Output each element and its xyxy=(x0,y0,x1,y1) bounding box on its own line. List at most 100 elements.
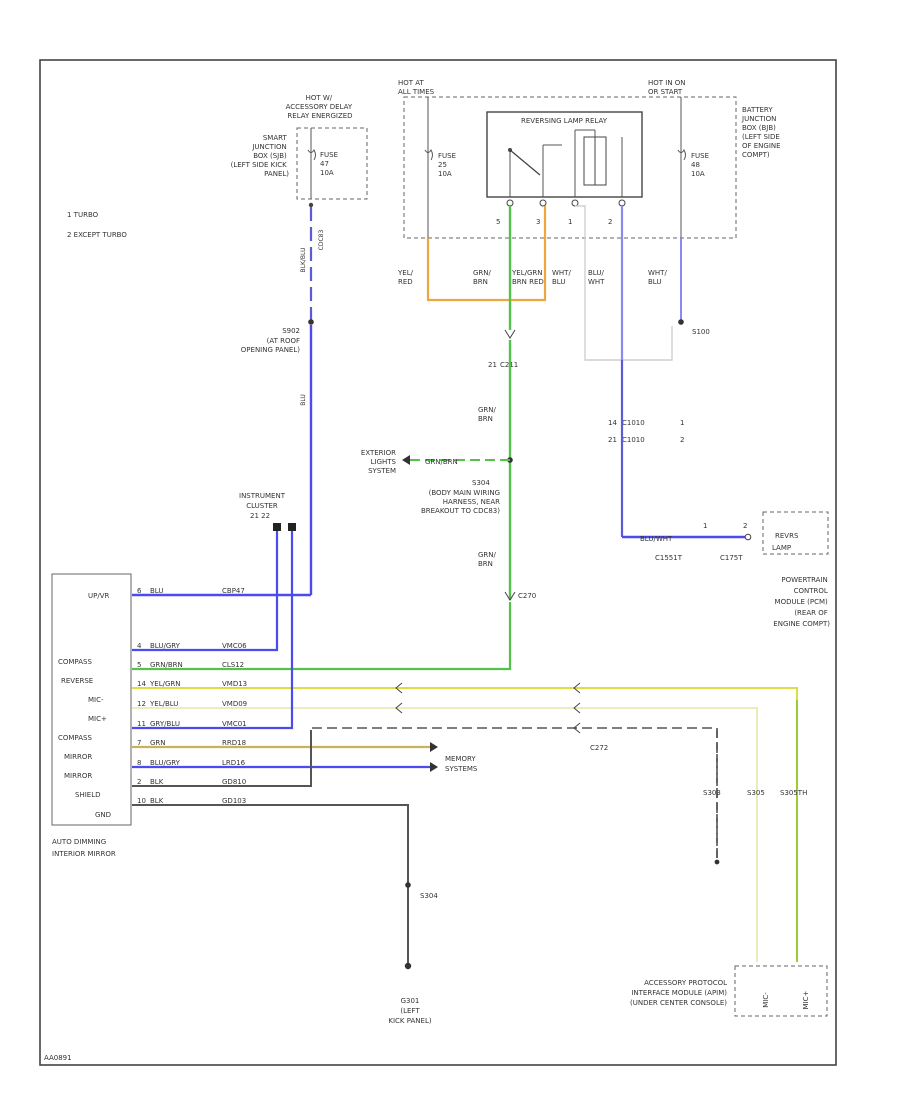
label-wht-blu-2: BLU xyxy=(552,278,565,286)
row4-pin: 14 xyxy=(137,680,146,688)
legend-turbo: 1 TURBO xyxy=(67,211,99,219)
c1010b-label: C1010 xyxy=(622,436,645,444)
row8-pin: 8 xyxy=(137,759,141,767)
bjb-line2: JUNCTION xyxy=(741,115,776,123)
hot-all-times-label: HOT AT ALL TIMES xyxy=(398,79,435,96)
sjb-box xyxy=(296,127,368,200)
mirror-pin-mirror2: MIRROR xyxy=(64,772,92,780)
mirror-pin-compass2: COMPASS xyxy=(58,734,92,742)
reverse-lamp-box xyxy=(762,511,829,555)
cluster-pins: 21 22 xyxy=(250,512,270,520)
c272-connectors xyxy=(395,682,581,734)
relay-switch-pivot xyxy=(508,148,512,152)
row2-color: BLU/GRY xyxy=(150,642,181,650)
exterior-label-3: SYSTEM xyxy=(368,467,396,475)
sjb-label: SMART JUNCTION BOX (SJB) (LEFT SIDE KICK… xyxy=(231,134,290,178)
row2-pin: 4 xyxy=(137,642,142,650)
relay-pin-label-1: 1 xyxy=(568,218,572,226)
fuse48-line2: 48 xyxy=(691,161,700,169)
c1010b-marker: 2 xyxy=(680,436,684,444)
pcm-conn-left: C1551T xyxy=(655,554,683,562)
c272-label: C272 xyxy=(590,744,608,752)
wire-s902-color: BLU xyxy=(300,394,307,406)
relay-pin-1 xyxy=(571,199,579,207)
c1010a-label: C1010 xyxy=(622,419,645,427)
bjb-line5: OF ENGINE xyxy=(742,142,781,150)
sjb-label-line1: SMART xyxy=(263,134,288,142)
s303-label-2: S305 xyxy=(747,789,765,797)
label-yel-grn-1: YEL/GRN xyxy=(511,269,542,277)
apim-box xyxy=(734,965,828,1017)
memory-arrow-2-icon xyxy=(430,762,438,772)
wire-cdc83-code: CDC83 xyxy=(318,230,325,251)
mirror-module xyxy=(51,573,132,826)
wire-yel-red xyxy=(426,206,547,302)
wire-exterior-label: GRN/BRN xyxy=(425,458,458,466)
c272-conn-2 xyxy=(395,702,403,714)
reverse-lamp-label-1: REVRS xyxy=(775,532,799,540)
label-yel-grn-2: BRN RED xyxy=(512,278,544,286)
sjb-pin xyxy=(308,202,314,208)
label-grn-low-1: GRN/ xyxy=(478,551,497,559)
row1-pin: 6 xyxy=(137,587,142,595)
pcm-line3: MODULE (PCM) xyxy=(775,598,828,606)
s304-desc-1: (BODY MAIN WIRING xyxy=(429,489,500,497)
mirror-pin-reverse: REVERSE xyxy=(61,677,93,685)
pcm-line4: (REAR OF xyxy=(794,609,827,617)
row9-color: BLK xyxy=(150,778,164,786)
row1-code: CBP47 xyxy=(222,587,245,595)
c211-pin: 21 xyxy=(488,361,497,369)
bjb-line6: COMPT) xyxy=(742,151,770,159)
label-yel-red-2: RED xyxy=(398,278,413,286)
s304-label: S304 xyxy=(472,479,490,487)
label-yel-red-1: YEL/ xyxy=(397,269,414,277)
s902-desc-line2: OPENING PANEL) xyxy=(241,346,300,354)
c1010a-marker: 1 xyxy=(680,419,684,427)
s303-ground-splice xyxy=(405,882,411,888)
wire-wht-blu xyxy=(575,205,673,361)
fuse47-line1: FUSE xyxy=(320,151,338,159)
g301-label: G301 xyxy=(401,997,420,1005)
label-wht-blu2-2: BLU xyxy=(648,278,661,286)
row9-pin: 2 xyxy=(137,778,141,786)
mirror-pin-labels: UP/VR COMPASS REVERSE MIC- MIC+ COMPASS … xyxy=(58,592,111,819)
s304-desc-2: HARNESS, NEAR xyxy=(443,498,500,506)
row3-code: CLS12 xyxy=(222,661,244,669)
apim-pin-mic-minus: MIC- xyxy=(762,992,770,1008)
hot-in-on-line2: OR START xyxy=(648,88,683,96)
label-blu-wht-2: WHT xyxy=(588,278,605,286)
apim-label-1: ACCESSORY PROTOCOL xyxy=(644,979,727,987)
fuse25-line1: FUSE xyxy=(438,152,456,160)
pcm-pin-terminal xyxy=(744,533,752,541)
fuse48-label: FUSE 48 10A xyxy=(691,152,711,178)
fuse48-line1: FUSE xyxy=(691,152,709,160)
c272-conn-3 xyxy=(573,682,581,694)
c1010a-pin: 14 xyxy=(608,419,617,427)
g301-desc-1: (LEFT xyxy=(400,1007,420,1015)
row6-pin: 11 xyxy=(137,720,146,728)
row5-code: VMD09 xyxy=(222,700,247,708)
hot-all-times-line1: HOT AT xyxy=(398,79,425,87)
hot-accessory-line3: RELAY ENERGIZED xyxy=(287,112,352,120)
hot-all-times-line2: ALL TIMES xyxy=(398,88,435,96)
sjb-label-line5: PANEL) xyxy=(264,170,289,178)
memory-label-1: MEMORY xyxy=(445,755,476,763)
cluster-label-2: CLUSTER xyxy=(246,502,278,510)
row9-code: GD810 xyxy=(222,778,246,786)
row3-color: GRN/BRN xyxy=(150,661,183,669)
label-grn-brn-2: BRN xyxy=(473,278,488,286)
row5-pin: 12 xyxy=(137,700,146,708)
relay-pin-label-3: 3 xyxy=(536,218,540,226)
legend-except-turbo: 2 EXCEPT TURBO xyxy=(67,231,127,239)
reversing-relay xyxy=(486,111,643,198)
row5-color: YEL/BLU xyxy=(149,700,178,708)
fuse25-label: FUSE 25 10A xyxy=(438,152,458,178)
sjb-label-line3: BOX (SJB) xyxy=(253,152,287,160)
pcm-line5: ENGINE COMPT) xyxy=(773,620,830,628)
g301-ground-icon xyxy=(404,962,412,970)
memory-arrow-1-icon xyxy=(430,742,438,752)
ground-splice-label: S304 xyxy=(420,892,438,900)
label-wht-blu-1: WHT/ xyxy=(552,269,571,277)
wire-row-mic-plus xyxy=(132,707,758,962)
s100-splice xyxy=(678,319,684,325)
